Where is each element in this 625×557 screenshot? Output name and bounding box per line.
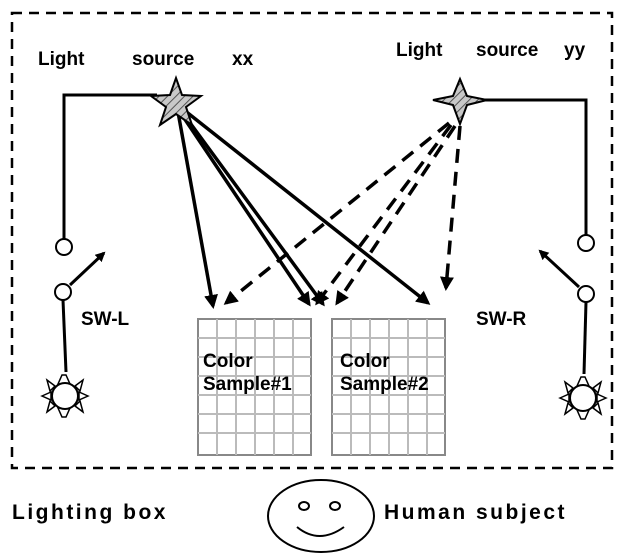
sample-1-label-line1: Color [203,351,253,372]
sample-1-label-line2: Sample#1 [203,374,292,395]
lamp-left-icon [40,374,90,418]
ray-xx-to-sample-2-left [180,110,325,307]
light-source-xx-word-source: source [132,49,194,70]
human-subject-label: Human subject [384,501,567,524]
ray-yy-to-sample-2-left [335,125,457,306]
ray-yy-to-sample-1-right [315,123,453,306]
ray-yy-to-sample-1 [223,121,451,305]
right-lamp-wire [582,301,588,375]
color-sample-1: Color Sample#1 [197,318,312,456]
light-source-yy-word-light: Light [396,40,443,61]
switch-left-icon [68,251,106,287]
star-yy-icon [432,76,488,127]
star-xx-icon [148,74,204,128]
left-circuit-wire [62,93,157,240]
left-switch-node-bottom [54,283,72,301]
color-sample-2: Color Sample#2 [331,318,446,456]
lamp-right-icon [558,376,608,420]
face-icon [267,479,375,553]
lighting-box-label: Lighting box [12,501,168,524]
light-source-xx-word-light: Light [38,49,85,70]
light-source-xx-word-id: xx [232,49,254,70]
right-switch-node-bottom [577,285,595,303]
ray-xx-to-sample-1-right [178,111,311,307]
ray-xx-to-sample-2 [182,108,431,305]
left-switch-node-top [55,238,73,256]
left-lamp-wire [61,299,68,373]
right-circuit-wire [478,98,588,236]
switch-right-label: SW-R [476,309,527,330]
ray-yy-to-sample-2 [439,125,462,291]
ray-xx-to-sample-1 [176,111,218,309]
light-source-xx-label: Light source xx [38,49,254,70]
sample-2-label-line2: Sample#2 [340,374,429,395]
sample-2-label-line1: Color [340,351,390,372]
switch-left-label: SW-L [81,309,130,330]
light-source-yy-word-id: yy [564,40,586,61]
right-switch-node-top [577,234,595,252]
light-source-yy-word-source: source [476,40,538,61]
switch-right-icon [538,249,581,289]
light-source-yy-label: Light source yy [396,40,586,61]
